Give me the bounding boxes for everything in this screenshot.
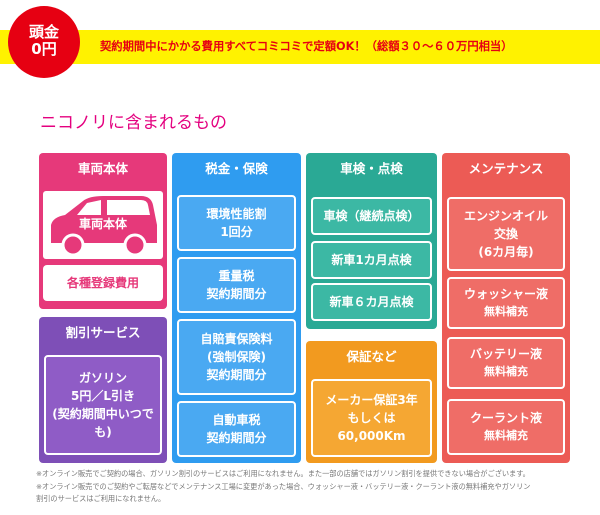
top-banner: 契約期間中にかかる費用すべてコミコミで定額OK！（総額３０～６０万円相当） 頭金… (0, 0, 600, 82)
maintenance-item-1-line3: (6カ月毎) (478, 245, 534, 259)
maintenance-item-2-line1: ウォッシャー液 (463, 287, 548, 301)
car-icon (51, 196, 157, 257)
tax-item-1-line2: 1回分 (220, 225, 253, 239)
tax-header: 税金・保険 (205, 161, 268, 176)
tax-panel: 税金・保険 環境性能割 1回分 重量税 契約期間分 自賠責保険料 (強制保険) … (172, 153, 301, 463)
warranty-panel: 保証など メーカー保証3年 もしくは 60,000Km (306, 341, 437, 463)
car-card: 車両本体 (43, 191, 163, 259)
tax-item-4-line1: 自動車税 (212, 413, 261, 427)
tax-item-1-line1: 環境性能割 (206, 207, 267, 221)
maintenance-item-4-line1: クーラント液 (469, 411, 542, 425)
maintenance-item-3-line2: 無料補充 (484, 365, 528, 378)
inspection-item-3-label: 新車６カ月点検 (329, 295, 414, 309)
maintenance-item-4: クーラント液 無料補充 (447, 399, 565, 455)
tax-item-2: 重量税 契約期間分 (177, 257, 296, 313)
banner-bar (0, 30, 600, 64)
discount-header: 割引サービス (65, 325, 141, 340)
maintenance-item-1: エンジンオイル 交換 (6カ月毎) (447, 197, 565, 271)
tax-item-2-line1: 重量税 (218, 269, 255, 283)
tax-item-1: 環境性能割 1回分 (177, 195, 296, 251)
discount-panel: 割引サービス ガソリン 5円／L引き (契約期間中いつで も) (39, 317, 167, 463)
tax-item-3-line3: 契約期間分 (206, 368, 267, 382)
inspection-item-1-label: 車検（継続点検） (323, 209, 420, 223)
maintenance-item-2: ウォッシャー液 無料補充 (447, 277, 565, 329)
maintenance-item-1-line1: エンジンオイル (463, 209, 548, 223)
inspection-item-2-label: 新車1カ月点検 (331, 253, 412, 267)
gasoline-discount-item: ガソリン 5円／L引き (契約期間中いつで も) (44, 355, 162, 455)
warranty-line3: 60,000Km (337, 429, 406, 443)
footnote-1: ※オンライン販売でご契約の場合、ガソリン割引のサービスはご利用になれません。また… (36, 469, 530, 478)
tax-item-3-line2: (強制保険) (207, 350, 266, 364)
gasoline-line2: 5円／L引き (71, 389, 135, 403)
gasoline-line3: (契約期間中いつで (52, 407, 154, 421)
banner-text: 契約期間中にかかる費用すべてコミコミで定額OK！（総額３０～６０万円相当） (100, 40, 513, 53)
maintenance-item-3: バッテリー液 無料補充 (447, 337, 565, 389)
down-payment-badge: 頭金 0円 (8, 6, 80, 78)
vehicle-header: 車両本体 (77, 161, 128, 176)
warranty-line1: メーカー保証3年 (325, 393, 418, 407)
tax-item-3: 自賠責保険料 (強制保険) 契約期間分 (177, 319, 296, 395)
maintenance-header: メンテナンス (468, 161, 544, 176)
maintenance-item-4-line2: 無料補充 (484, 429, 528, 442)
vehicle-panel: 車両本体 車両本体 各種登録費用 (39, 153, 167, 309)
footnote-2: ※オンライン販売でのご契約やご転居などでメンテナンス工場に変更があった場合、ウォ… (36, 482, 531, 491)
inspection-header: 車検・点検 (340, 161, 403, 176)
tax-item-2-line2: 契約期間分 (206, 287, 267, 301)
footnote-3: 割引のサービスはご利用になれません。 (36, 494, 166, 503)
inspection-panel: 車検・点検 車検（継続点検） 新車1カ月点検 新車６カ月点検 (306, 153, 437, 329)
gasoline-line1: ガソリン (78, 371, 127, 385)
tax-item-4-line2: 契約期間分 (206, 431, 267, 445)
inspection-item-2: 新車1カ月点検 (311, 241, 432, 279)
warranty-header: 保証など (346, 349, 397, 364)
tax-item-4: 自動車税 契約期間分 (177, 401, 296, 457)
warranty-line2: もしくは (347, 411, 396, 425)
maintenance-panel: メンテナンス エンジンオイル 交換 (6カ月毎) ウォッシャー液 無料補充 バッ… (442, 153, 570, 463)
badge-line2: 0円 (31, 40, 57, 58)
tax-item-3-line1: 自賠責保険料 (200, 332, 273, 346)
inspection-item-3: 新車６カ月点検 (311, 283, 432, 321)
maintenance-item-3-line1: バッテリー液 (469, 347, 542, 361)
inspection-item-1: 車検（継続点検） (311, 197, 432, 235)
warranty-item: メーカー保証3年 もしくは 60,000Km (311, 379, 432, 457)
car-label: 車両本体 (78, 217, 127, 231)
section-title: ニコノリに含まれるもの (40, 113, 227, 133)
maintenance-item-2-line2: 無料補充 (484, 305, 528, 318)
maintenance-item-1-line2: 交換 (493, 227, 518, 241)
gasoline-line4: も) (94, 425, 112, 439)
registration-fee-item: 各種登録費用 (43, 265, 163, 301)
badge-line1: 頭金 (28, 23, 59, 41)
registration-fee-label: 各種登録費用 (66, 276, 139, 290)
